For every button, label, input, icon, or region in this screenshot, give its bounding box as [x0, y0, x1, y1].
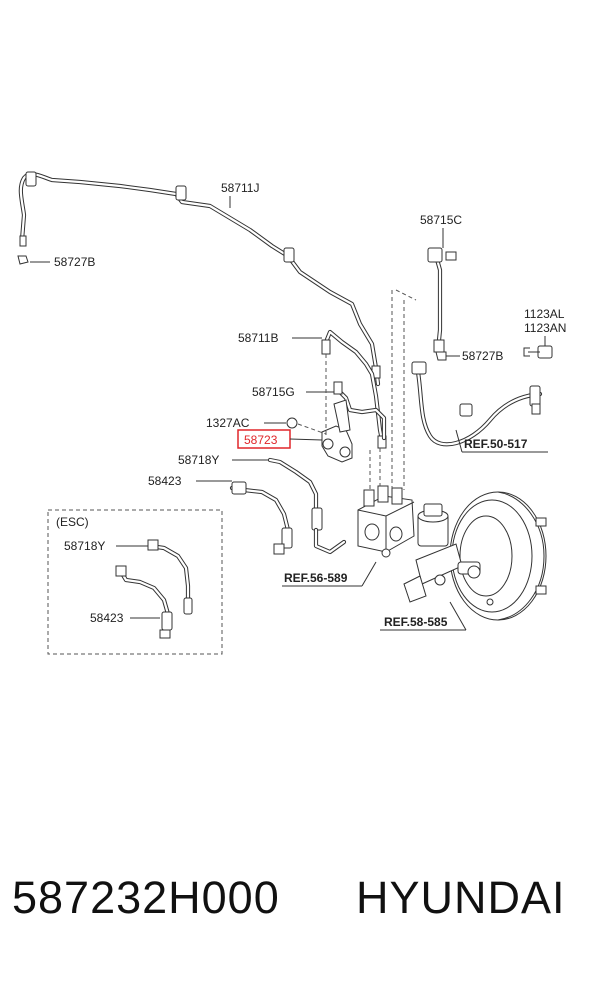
label-58723: 58723	[244, 433, 278, 447]
label-58727b-left: 58727B	[54, 255, 95, 269]
brake-pipe-58711j	[18, 171, 381, 387]
nut-1327ac	[286, 417, 298, 429]
brake-pipe-58718y	[267, 457, 347, 555]
ref-56-589: REF.56-589	[284, 571, 348, 585]
brake-line-diagram: 58727B 58711J 58715C 58727B 1123AL 1123A…	[17, 171, 566, 655]
label-58711b: 58711B	[238, 331, 278, 345]
label-1327ac: 1327AC	[206, 416, 250, 430]
brand-name: HYUNDAI	[356, 872, 566, 923]
label-esc-58423: 58423	[90, 611, 124, 625]
label-58711j: 58711J	[221, 181, 259, 195]
label-58723-highlight: 58723	[237, 429, 291, 449]
part-number: 587232H000	[12, 872, 280, 923]
bolt-1123al	[523, 345, 553, 359]
label-esc-58718y: 58718Y	[64, 539, 105, 553]
label-58715g: 58715G	[252, 385, 295, 399]
brake-booster	[449, 491, 547, 621]
hose-58715c	[427, 247, 457, 353]
footer: 587232H000 HYUNDAI	[0, 872, 600, 942]
label-58715c: 58715C	[420, 213, 462, 227]
ref-58-585: REF.58-585	[384, 615, 448, 629]
label-1123al: 1123AL	[524, 307, 565, 321]
bracket-58723	[321, 399, 353, 463]
esc-inset: (ESC) 58718Y 58423	[47, 509, 223, 655]
ref-50-517: REF.50-517	[464, 437, 528, 451]
label-esc: (ESC)	[56, 515, 89, 529]
label-58718y: 58718Y	[178, 453, 219, 467]
abs-hydraulic-unit	[357, 290, 415, 558]
label-1123an: 1123AN	[524, 321, 566, 335]
brake-pipe-58715g	[333, 381, 387, 441]
clip-58727b-left	[17, 255, 29, 265]
clip-58727b-right	[435, 351, 447, 361]
flex-hose-right	[411, 361, 543, 447]
label-58423: 58423	[148, 474, 182, 488]
label-58727b-right: 58727B	[462, 349, 503, 363]
master-cylinder	[403, 503, 481, 603]
brake-pipe-58423	[229, 481, 293, 555]
